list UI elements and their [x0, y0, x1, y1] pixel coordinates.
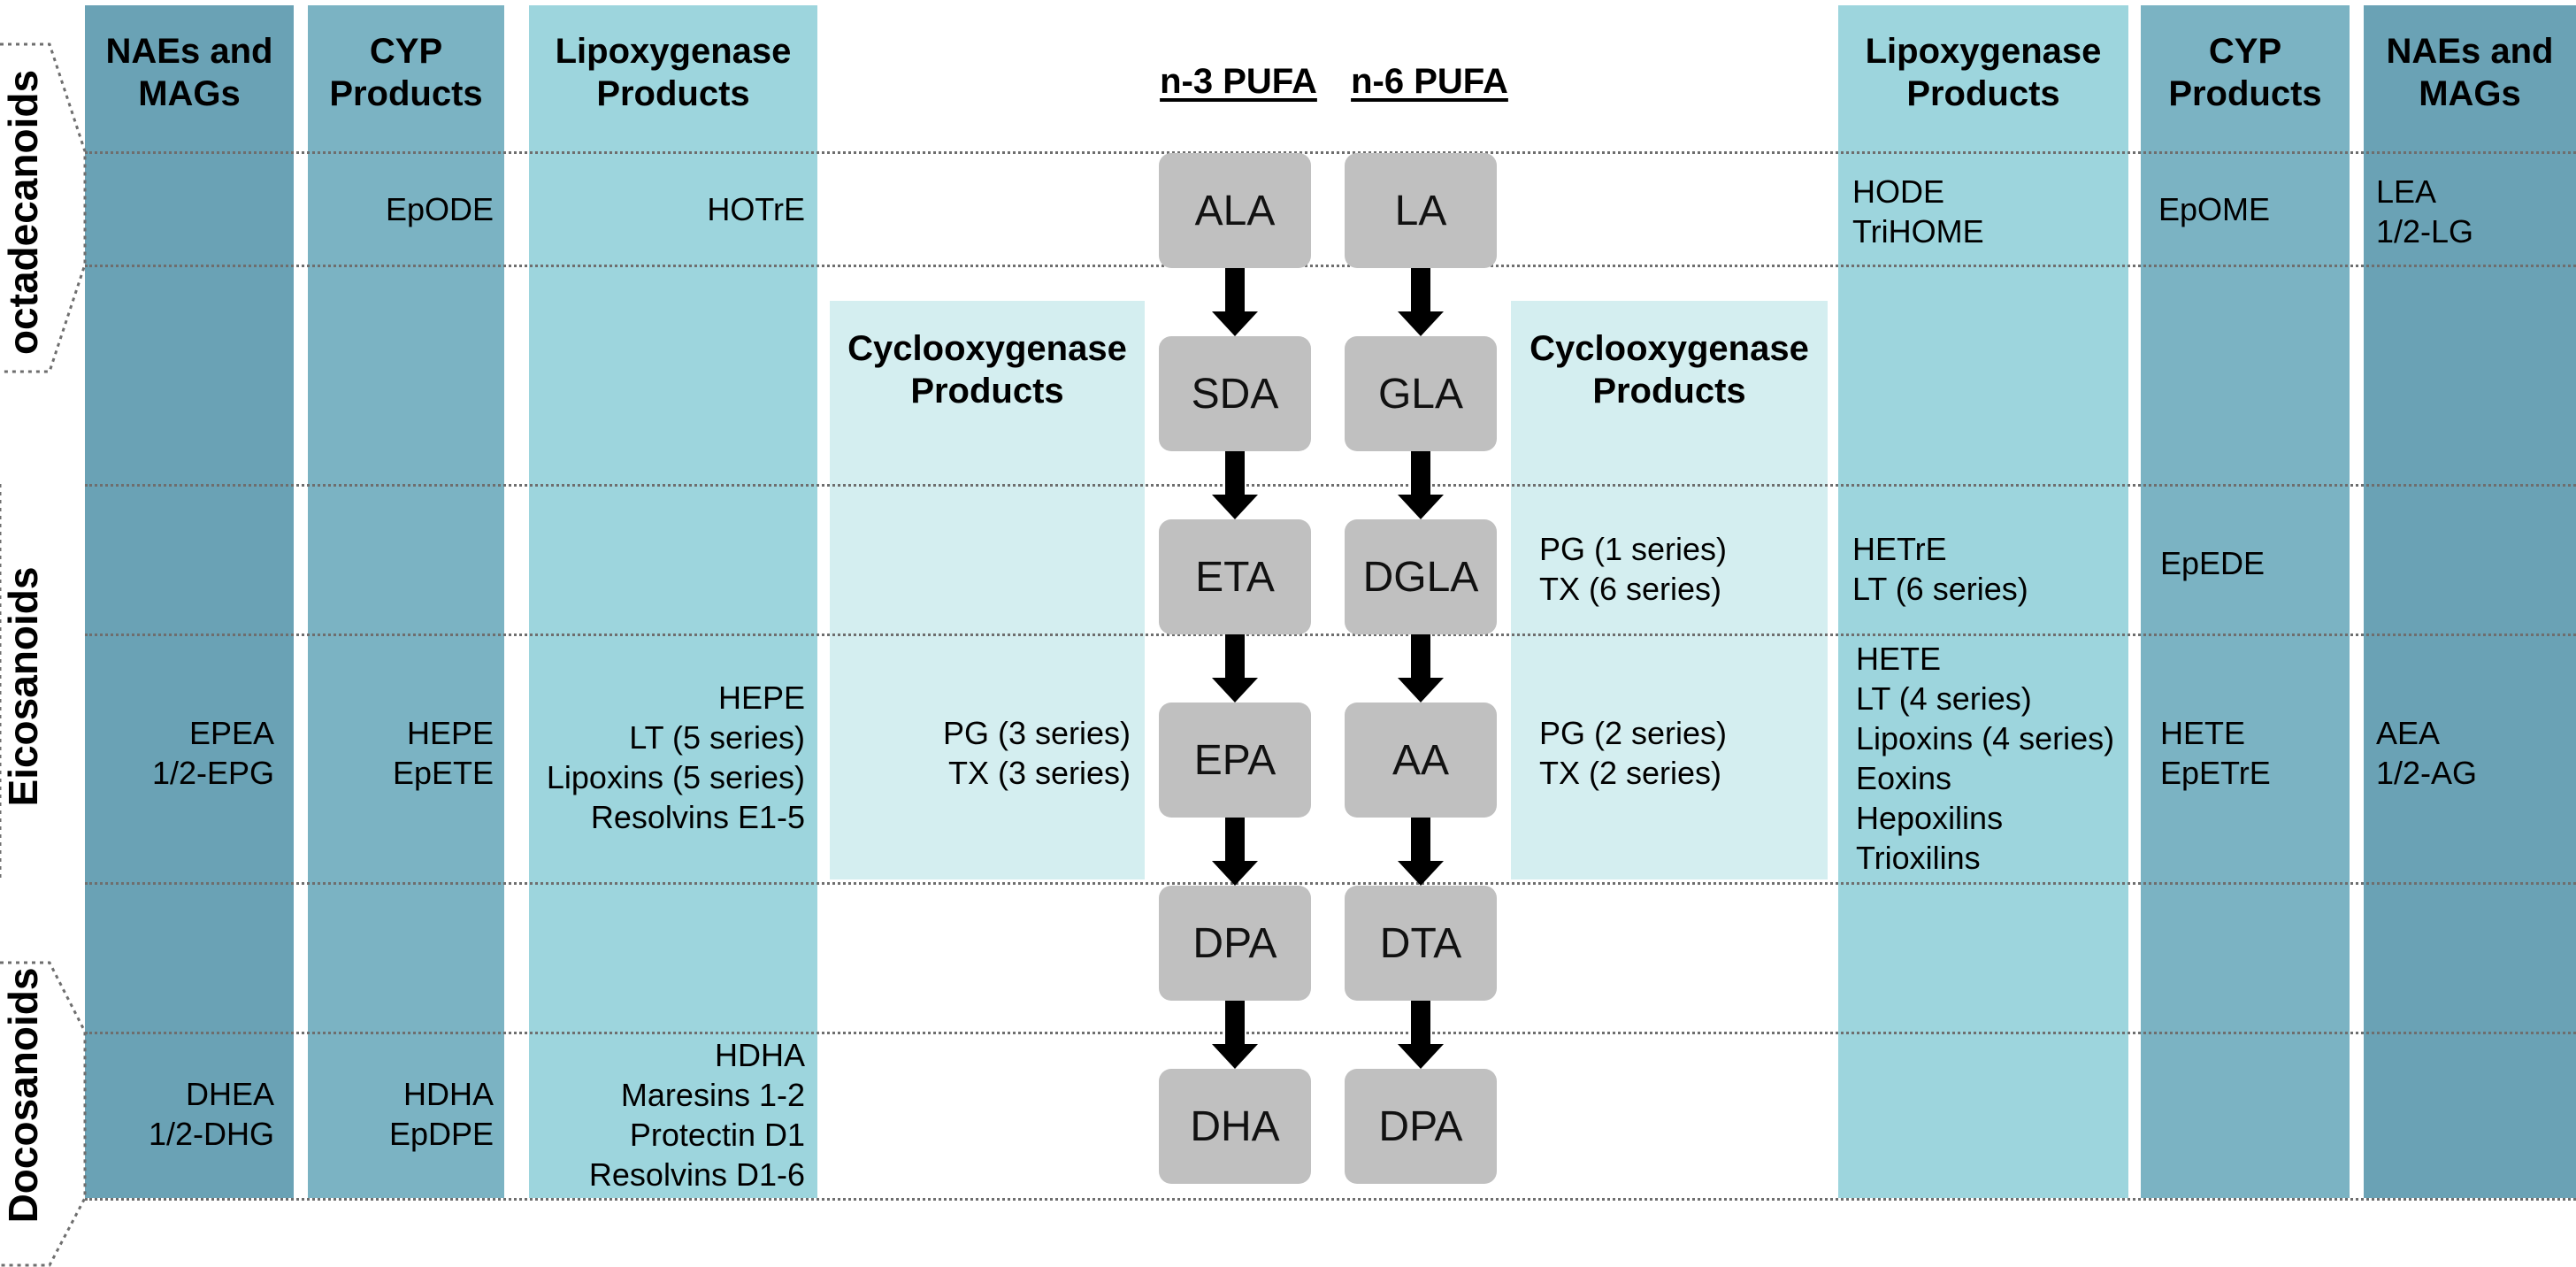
n6-node-aa: AA: [1345, 703, 1497, 818]
left-cyp-ala-products: EpODE: [385, 191, 494, 227]
right-cyp-la-products: EpOME: [2158, 191, 2271, 227]
n6-node-dpa: DPA: [1345, 1069, 1497, 1184]
n6-pathway-arrow: [1398, 1001, 1444, 1069]
band-label-eicosanoids: Eicosanoids: [0, 566, 46, 807]
n3-node-dpa: DPA: [1159, 886, 1311, 1001]
right-cox-column: [1511, 301, 1828, 879]
n3-node-eta: ETA: [1159, 519, 1311, 634]
n6-node-la: LA: [1345, 153, 1497, 268]
left-nae-column: [85, 5, 294, 1198]
n6-node-dta: DTA: [1345, 886, 1497, 1001]
right-lox-column: [1838, 5, 2128, 1198]
right-cyp-column: [2141, 5, 2350, 1198]
row-divider: [85, 265, 2576, 267]
row-divider: [85, 151, 2576, 154]
docosanoids-bracket: [0, 961, 87, 1267]
n3-pathway-arrow: [1212, 1001, 1258, 1069]
octadecanoids-bracket: [0, 42, 87, 373]
n3-pathway-arrow: [1212, 634, 1258, 703]
n3-pathway-arrow: [1212, 451, 1258, 519]
band-label-docosanoids: Docosanoids: [0, 967, 46, 1224]
left-cyp-column: [308, 5, 504, 1198]
left-cox-column: [830, 301, 1145, 879]
n6-pathway-arrow: [1398, 268, 1444, 336]
band-label-octadecanoids: octadecanoids: [0, 69, 46, 356]
n6-pathway-arrow: [1398, 818, 1444, 886]
left-lox-ala-products: HOTrE: [707, 191, 805, 227]
header-n6-pufa: n-6 PUFA: [1351, 62, 1508, 101]
right-cyp-dgla-products: EpEDE: [2160, 545, 2266, 581]
right-cox-dgla-products: PG (1 series)TX (6 series): [1539, 531, 1728, 607]
right-cox-aa-products: PG (2 series)TX (2 series): [1539, 715, 1728, 791]
row-divider: [85, 1198, 2576, 1201]
n6-node-gla: GLA: [1345, 336, 1497, 451]
pathway-arrows: [1212, 268, 1444, 1069]
row-divider: [85, 634, 2576, 636]
n3-node-sda: SDA: [1159, 336, 1311, 451]
row-divider: [85, 882, 2576, 885]
band-brackets: [0, 42, 87, 1267]
n3-node-ala: ALA: [1159, 153, 1311, 268]
n6-pathway-arrow: [1398, 451, 1444, 519]
row-divider: [85, 484, 2576, 487]
left-lox-column: [529, 5, 817, 1198]
n3-pathway-arrow: [1212, 268, 1258, 336]
n6-pathway-arrow: [1398, 634, 1444, 703]
left-cox-epa-products: PG (3 series)TX (3 series): [942, 715, 1131, 791]
right-nae-column: [2364, 5, 2576, 1198]
header-n3-pufa: n-3 PUFA: [1160, 62, 1317, 101]
n6-node-dgla: DGLA: [1345, 519, 1497, 634]
n3-node-epa: EPA: [1159, 703, 1311, 818]
n3-pathway-arrow: [1212, 818, 1258, 886]
row-divider: [85, 1032, 2576, 1034]
n3-node-dha: DHA: [1159, 1069, 1311, 1184]
